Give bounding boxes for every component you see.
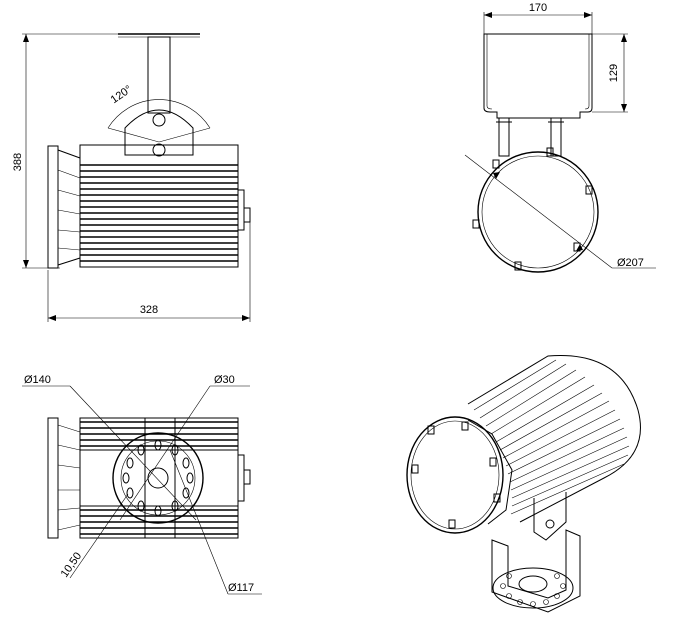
rear-center-dim: Ø30 [214,374,235,386]
width-dim: 328 [140,304,158,316]
rear-bolt-circle-dim: Ø117 [228,582,254,594]
rear-view: Ø140 Ø30 10,50 Ø117 [22,374,262,595]
isometric-view [406,354,641,613]
side-diameter-dim: Ø207 [617,257,644,269]
side-view: 170 129 Ø207 [464,2,656,273]
side-clips [472,147,593,271]
rear-holes [122,439,194,517]
iso-fins [473,359,630,515]
rear-fins [80,421,238,535]
bracket-height-dim: 129 [608,64,620,82]
rear-hole-dim: 10,50 [59,550,85,579]
front-fins [80,164,238,262]
iso-base-holes [500,573,566,607]
height-dim: 388 [12,153,24,171]
angle-label: 120° [109,83,135,106]
bracket-width-dim: 170 [529,2,547,14]
iso-clips [411,421,501,529]
front-view: 120° [12,33,251,322]
rear-outer-dim: Ø140 [24,374,51,386]
